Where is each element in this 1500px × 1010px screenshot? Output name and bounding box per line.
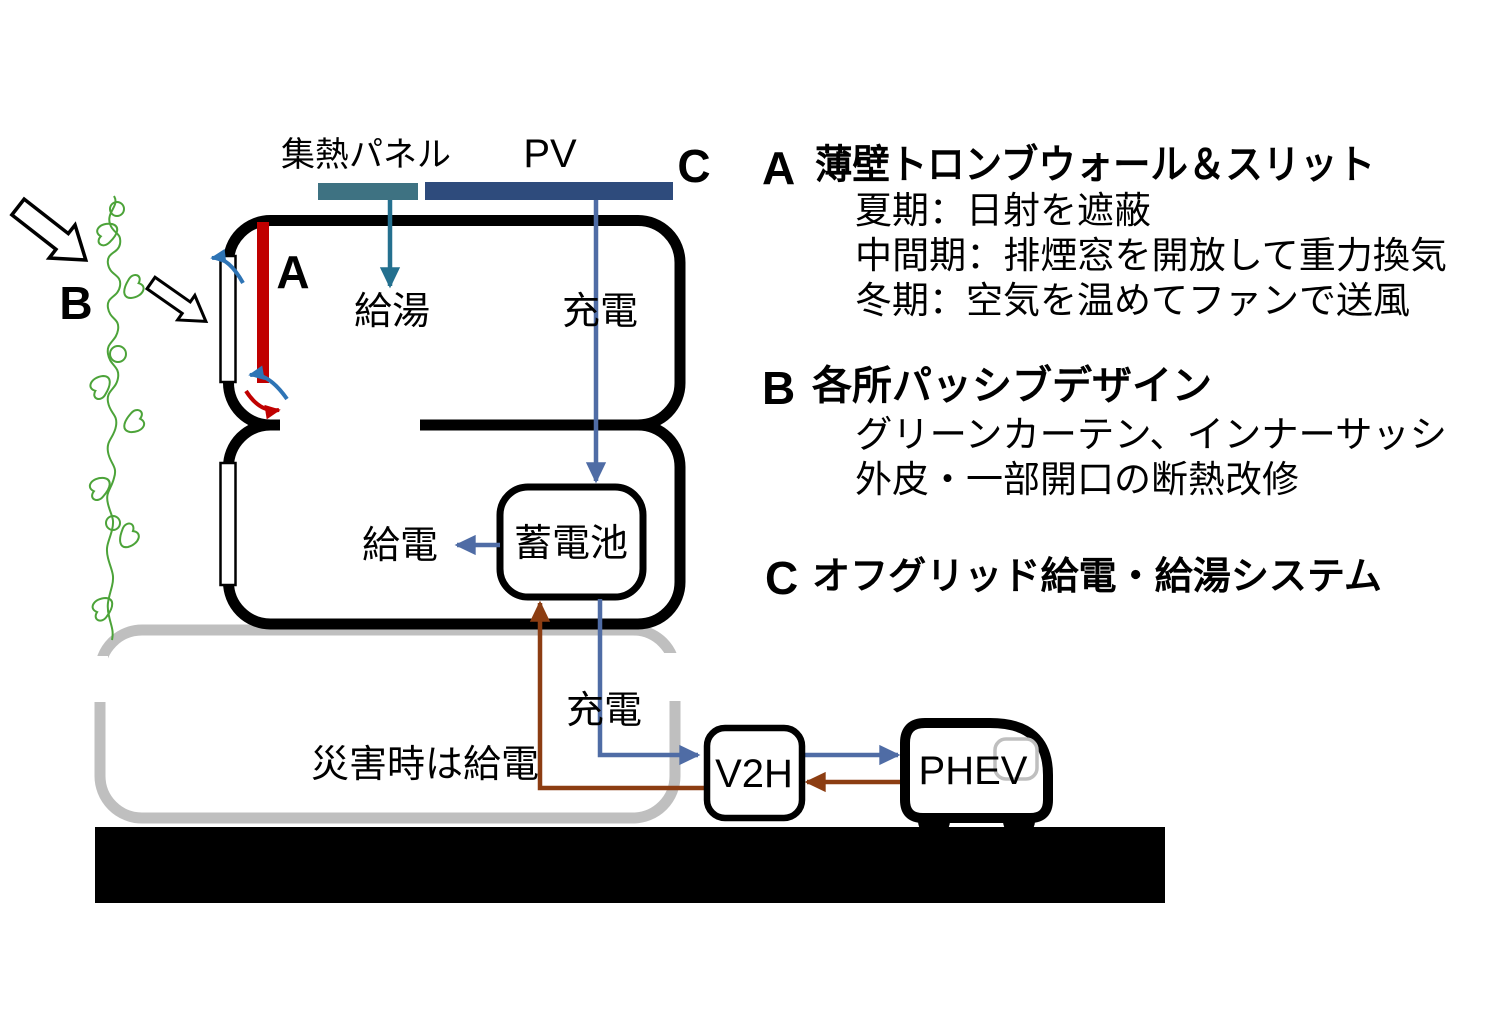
charge-label-bottom: 充電 [566,690,642,732]
legend: A 薄壁トロンブウォール＆スリット 夏期：日射を遮蔽 中間期：排煙窓を開放して重… [762,142,1447,604]
legend-marker-b: B [762,362,795,414]
sun-arrow-large [9,196,89,262]
phev-window [993,737,1039,781]
collector-panel-label: 集熱パネル [281,136,451,174]
battery-box [496,483,647,601]
battery-label: 蓄電池 [514,523,628,565]
solar-collector-panel [318,183,418,200]
airflow-arrow-slit-blue [248,365,289,401]
legend-b-line-1: グリーンカーテン、インナーサッシ [855,414,1447,455]
legend-title-a: 薄壁トロンブウォール＆スリット [815,142,1375,187]
garage-structure [94,624,681,824]
legend-a-line-1: 夏期：日射を遮蔽 [855,190,1151,231]
legend-marker-a: A [762,142,795,194]
window-upper [219,254,237,384]
phev-car [900,718,1053,837]
v2h-box [703,724,806,822]
phev-body [900,718,1053,823]
flow-battery-v2h [597,599,701,766]
ground [95,827,1165,903]
hot-water-label: 給湯 [354,291,430,333]
floor-slit [280,413,420,437]
legend-title-b: 各所パッシブデザイン [812,363,1212,408]
airflow-arrow-slit-red [244,389,281,420]
marker-c-diagram: C [677,140,710,192]
legend-marker-c: C [765,552,798,604]
garage-left-opening [86,656,108,702]
legend-b-line-2: 外皮・一部開口の断熱改修 [855,459,1299,500]
pv-label: PV [523,132,577,176]
legend-title-c: オフグリッド給電・給湯システム [812,556,1382,598]
garage-right-opening [664,653,686,701]
airflow-arrow-window-top [210,249,245,284]
flow-v2h-battery-disaster [529,600,709,791]
window-lower [219,461,237,587]
legend-a-line-3: 冬期：空気を温めてファンで送風 [855,280,1410,321]
legend-a-line-2: 中間期：排煙窓を開放して重力換気 [855,235,1447,276]
pv-panel [425,182,673,200]
sun-arrow-small [144,275,209,324]
trombe-wall [257,222,269,383]
marker-a-diagram: A [276,246,309,298]
green-curtain-vine [85,195,149,641]
phev-label: PHEV [919,749,1028,793]
feed-label: 給電 [362,525,438,567]
charge-label-top: 充電 [562,291,638,333]
disaster-feed-label: 災害時は給電 [311,744,539,786]
v2h-label: V2H [715,752,793,796]
marker-b-diagram: B [59,277,92,329]
